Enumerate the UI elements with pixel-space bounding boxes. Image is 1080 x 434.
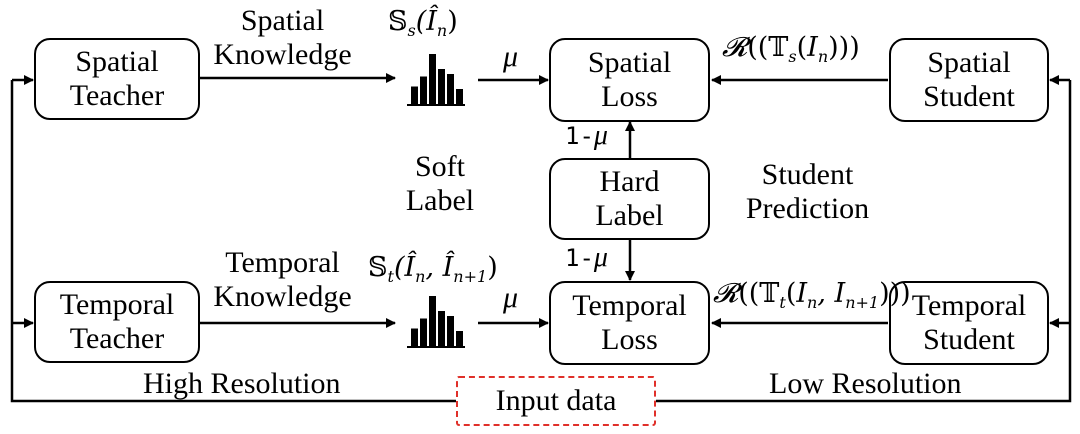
temporal-mu-weight: μ	[503, 281, 519, 314]
histogram-bar	[411, 328, 418, 346]
temporal-knowledge-label: Temporal Knowledge	[213, 246, 352, 313]
spatial-mu-weight: μ	[503, 40, 519, 73]
low-resolution-label: Low Resolution	[769, 367, 962, 400]
histogram-bar	[411, 86, 418, 104]
temporal-soft-label-formula: 𝕊t(În, În+1)	[368, 252, 498, 286]
soft-label-caption: Soft Label	[405, 150, 475, 217]
temporal-prediction-formula: 𝓡((𝕋t(In, In+1)))	[713, 278, 911, 312]
hard-label-node: Hard Label	[549, 158, 710, 240]
high-resolution-label: High Resolution	[143, 367, 341, 400]
temporal-one-minus-mu: 1-μ	[565, 242, 608, 273]
input-line-left	[10, 80, 456, 403]
histogram-bar	[429, 296, 436, 346]
spatial-prediction-formula: 𝓡((𝕋s(In)))	[722, 32, 860, 66]
spatial-teacher-node: Spatial Teacher	[34, 38, 200, 120]
temporal-loss-node: Temporal Loss	[549, 281, 710, 365]
student-prediction-caption: Student Prediction	[745, 158, 870, 225]
input-line-right	[656, 80, 1072, 403]
temporal-teacher-node: Temporal Teacher	[34, 281, 200, 363]
histogram-bar	[456, 89, 463, 104]
spatial-soft-label-histogram-icon	[407, 54, 465, 106]
histogram-bar	[438, 311, 445, 346]
spatial-soft-label-formula: 𝕊s(În)	[388, 6, 458, 40]
spatial-one-minus-mu: 1-μ	[565, 120, 608, 151]
temporal-soft-label-histogram-icon	[407, 296, 465, 348]
histogram-bar	[447, 74, 454, 104]
temporal-student-node: Temporal Student	[889, 281, 1049, 365]
input-data-node: Input data	[456, 376, 656, 426]
histogram-bar	[447, 316, 454, 346]
histogram-bar	[438, 69, 445, 104]
histogram-bar	[420, 76, 427, 104]
histogram-bar	[429, 54, 436, 104]
spatial-knowledge-label: Spatial Knowledge	[213, 4, 352, 71]
spatial-loss-node: Spatial Loss	[549, 38, 710, 122]
spatial-student-node: Spatial Student	[889, 38, 1049, 122]
histogram-bar	[456, 331, 463, 346]
histogram-bar	[420, 318, 427, 346]
